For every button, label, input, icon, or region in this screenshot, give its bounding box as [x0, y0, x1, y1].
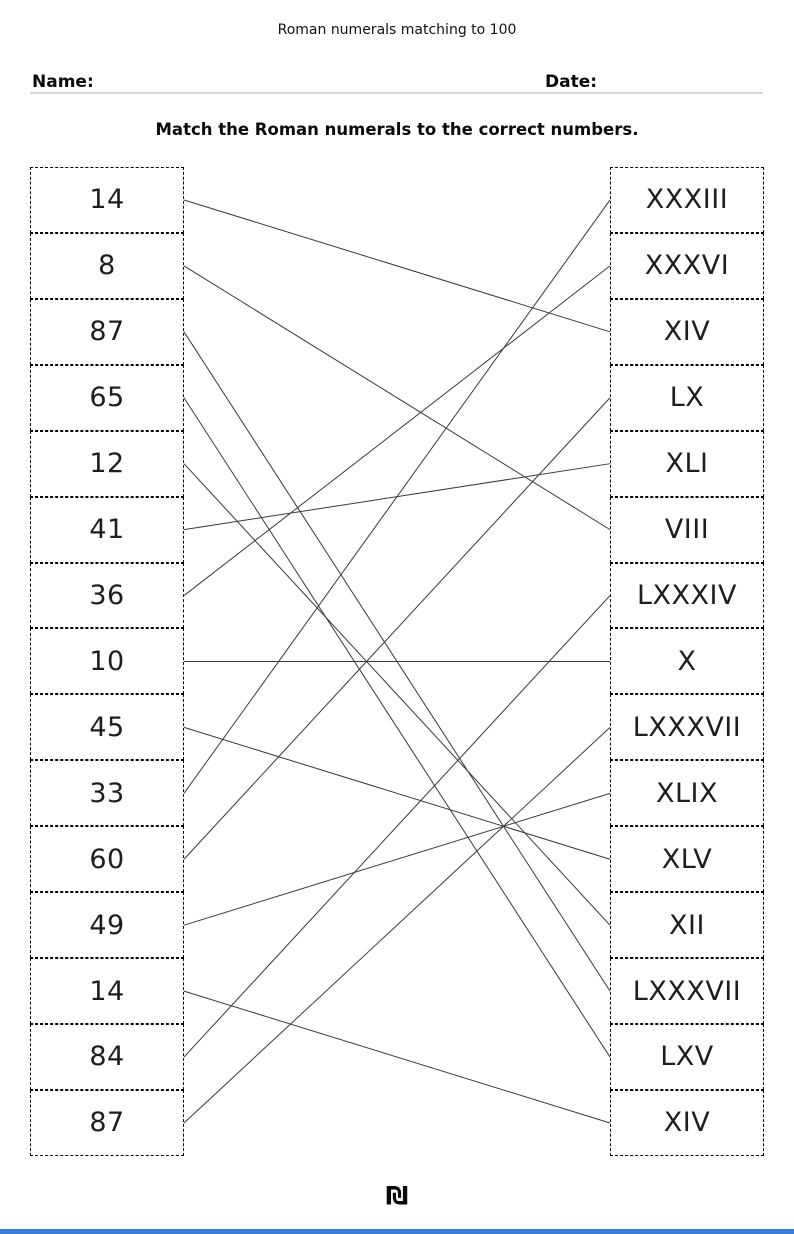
connection-line	[183, 199, 611, 333]
number-cell: 87	[30, 1089, 184, 1156]
number-cell-label: 8	[98, 250, 116, 282]
number-cell-label: 65	[89, 382, 125, 414]
numeral-cell: LX	[610, 364, 764, 431]
numeral-cell-label: LXXXVII	[632, 975, 742, 1007]
numeral-cell: LXXXVII	[610, 694, 764, 761]
number-cell: 14	[30, 958, 184, 1024]
connection-line	[183, 463, 611, 531]
numeral-cell-label: XLV	[661, 843, 713, 875]
number-cell-label: 12	[89, 448, 125, 480]
numeral-cell: LXV	[610, 1023, 764, 1090]
number-cell: 41	[30, 496, 184, 563]
numeral-cell: LXXXVII	[610, 958, 764, 1024]
brand-logo-icon: ₪	[385, 1181, 409, 1210]
numeral-cell: LXXXIV	[610, 562, 764, 629]
connection-line	[183, 265, 611, 531]
number-cell-label: 41	[89, 514, 125, 546]
connection-line	[183, 792, 611, 926]
connection-line	[183, 726, 611, 860]
number-cell: 36	[30, 562, 184, 629]
number-cell-label: 36	[89, 579, 125, 611]
numeral-cell-label: XXXIII	[645, 184, 729, 216]
numeral-cell-label: LXXXVII	[632, 711, 742, 743]
numeral-cell-label: VIII	[664, 514, 710, 546]
number-cell: 84	[30, 1023, 184, 1090]
date-label: Date:	[545, 72, 598, 92]
numeral-cell: XXXVI	[610, 232, 764, 299]
numeral-cell: VIII	[610, 496, 764, 563]
number-cell: 87	[30, 298, 184, 365]
numeral-cell-label: XLIX	[656, 777, 718, 809]
connection-line	[183, 727, 611, 1124]
connection-line	[183, 331, 611, 992]
connection-line	[183, 265, 611, 596]
numeral-cell: XLIX	[610, 760, 764, 827]
numeral-cell-label: X	[677, 645, 697, 677]
connection-line	[183, 397, 611, 860]
number-cell-label: 87	[89, 316, 125, 348]
number-cell: 12	[30, 430, 184, 497]
numbers-column: 14 8 87 65 12 41 36 10 45 33 60 49 14 84 87	[30, 167, 184, 1156]
number-cell: 45	[30, 694, 184, 761]
numeral-cell: XIV	[610, 1089, 764, 1156]
number-cell: 10	[30, 628, 184, 695]
number-cell-label: 49	[89, 909, 125, 941]
numeral-cell-label: XLI	[665, 448, 709, 480]
number-cell-label: 14	[89, 975, 125, 1007]
numerals-column: XXXIII XXXVI XIV LX XLI VIII LXXXIV X LXXXVII XLI…	[610, 167, 764, 1156]
connection-line	[183, 463, 611, 926]
numeral-cell: X	[610, 628, 764, 695]
connection-line	[183, 397, 611, 1058]
number-cell-label: 14	[89, 184, 125, 216]
number-cell-label: 60	[89, 843, 125, 875]
numeral-cell-label: XII	[669, 909, 705, 941]
numeral-cell-label: LXXXIV	[637, 579, 737, 611]
numeral-cell-label: LXV	[660, 1041, 714, 1073]
number-cell: 33	[30, 760, 184, 827]
number-cell-label: 10	[89, 645, 125, 677]
numeral-cell-label: XIV	[663, 316, 711, 348]
connection-line	[183, 199, 611, 794]
bottom-accent-bar	[0, 1229, 794, 1234]
number-cell: 65	[30, 364, 184, 431]
numeral-cell: XLV	[610, 826, 764, 893]
number-cell-label: 45	[89, 711, 125, 743]
number-cell-label: 87	[89, 1107, 125, 1139]
number-cell: 8	[30, 232, 184, 299]
numeral-cell: XIV	[610, 298, 764, 365]
numeral-cell-label: LX	[669, 382, 705, 414]
header-rule	[30, 92, 763, 94]
number-cell: 49	[30, 892, 184, 959]
name-label: Name:	[32, 72, 94, 92]
numeral-cell: XXXIII	[610, 167, 764, 233]
instruction-text: Match the Roman numerals to the correct …	[155, 120, 639, 139]
number-cell-label: 33	[89, 777, 125, 809]
numeral-cell: XLI	[610, 430, 764, 497]
numeral-cell: XII	[610, 892, 764, 959]
connection-line	[183, 990, 611, 1124]
numeral-cell-label: XIV	[663, 1107, 711, 1139]
page-title: Roman numerals matching to 100	[277, 22, 517, 38]
numeral-cell-label: XXXVI	[644, 250, 730, 282]
number-cell-label: 84	[89, 1041, 125, 1073]
connection-line	[183, 595, 611, 1058]
number-cell: 60	[30, 826, 184, 893]
number-cell: 14	[30, 167, 184, 233]
